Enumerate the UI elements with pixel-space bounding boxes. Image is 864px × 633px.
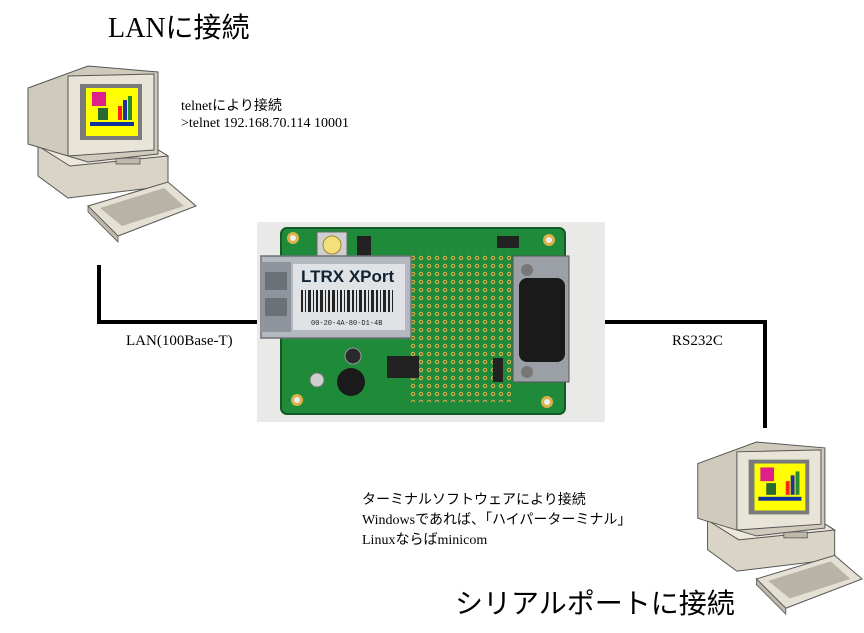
lan-computer-icon	[27, 65, 197, 243]
telnet-note-line-1: telnetにより接続	[181, 99, 282, 114]
terminal-note-line-3: Linuxならばminicom	[362, 533, 488, 548]
mac-address-label: 00-20-4A-80-D1-4B	[311, 320, 382, 328]
xport-board-image: LTRX XPort 00-20-4A-80-D1-4B	[257, 222, 605, 422]
terminal-note: ターミナルソフトウェアにより接続 Windowsであれば、「ハイパーターミナル」…	[362, 491, 631, 551]
serial-computer-icon	[697, 441, 863, 616]
terminal-note-line-1: ターミナルソフトウェアにより接続	[362, 493, 586, 508]
serial-connection-title: シリアルポートに接続	[455, 589, 735, 620]
lan-connection-title: LANに接続	[108, 13, 250, 44]
lan-cable	[97, 265, 262, 324]
module-brand-label: LTRX XPort	[301, 267, 395, 286]
telnet-note: telnetにより接続 >telnet 192.168.70.114 10001	[181, 98, 349, 132]
telnet-command-line: >telnet 192.168.70.114 10001	[181, 116, 349, 131]
rs232c-cable-label: RS232C	[672, 333, 723, 349]
terminal-note-line-2: Windowsであれば、「ハイパーターミナル」	[362, 513, 632, 528]
lan-cable-label: LAN(100Base-T)	[126, 333, 233, 349]
rs232c-cable	[598, 320, 767, 428]
